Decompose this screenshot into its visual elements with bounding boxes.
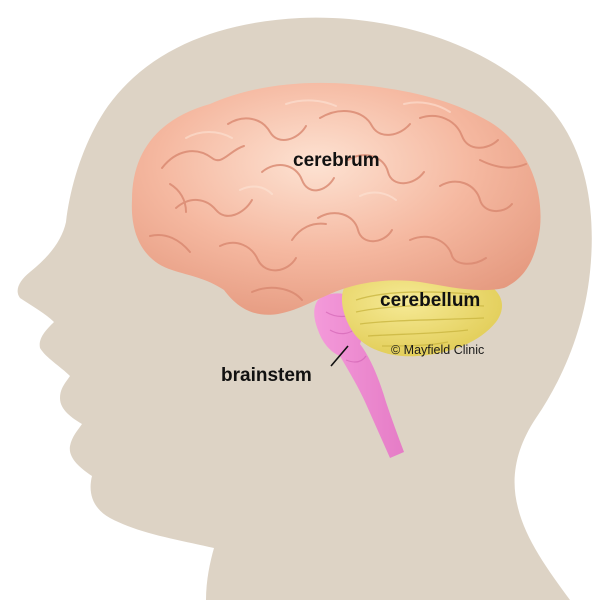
cerebrum-label: cerebrum xyxy=(293,150,380,171)
copyright-credit: © Mayfield Clinic xyxy=(391,343,485,357)
cerebrum xyxy=(131,82,541,315)
brainstem-leader-line xyxy=(330,345,349,367)
cerebellum-label: cerebellum xyxy=(380,290,481,311)
cerebellum xyxy=(341,272,502,357)
brainstem-label: brainstem xyxy=(221,365,312,386)
